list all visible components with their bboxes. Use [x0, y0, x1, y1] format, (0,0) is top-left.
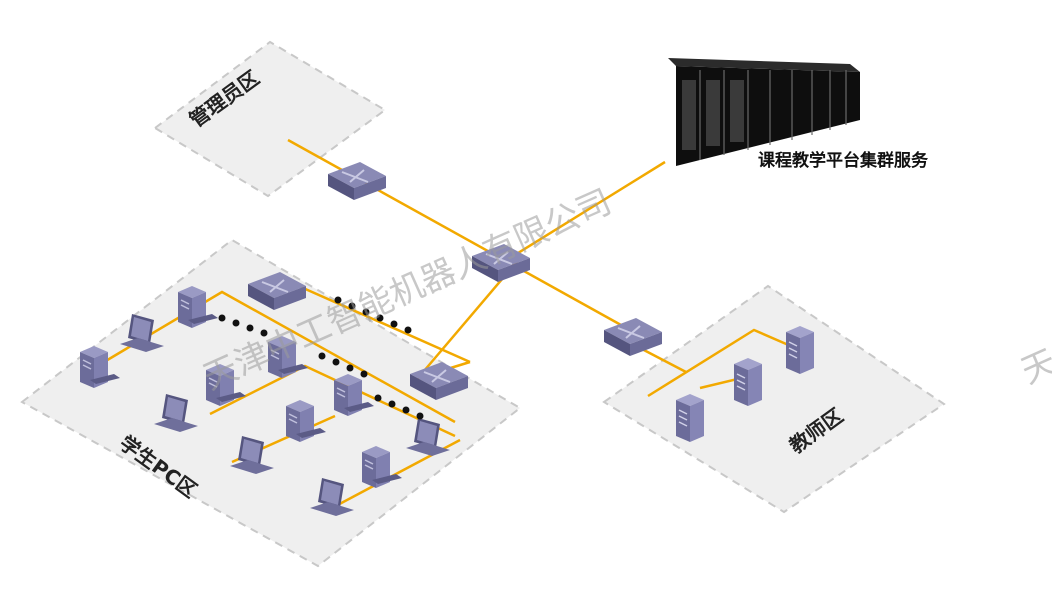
ellipsis-dots	[218, 296, 424, 420]
teacher-zone	[602, 284, 946, 514]
watermark-edge-text: 天	[1015, 342, 1052, 392]
server-cluster-rack	[668, 58, 860, 166]
server-cluster-label: 课程教学平台集群服务	[758, 150, 929, 171]
switch-teacher	[603, 317, 663, 357]
teacher-server	[675, 393, 705, 443]
teacher-server	[785, 325, 815, 375]
teacher-server	[733, 357, 763, 407]
admin-zone	[153, 40, 387, 198]
